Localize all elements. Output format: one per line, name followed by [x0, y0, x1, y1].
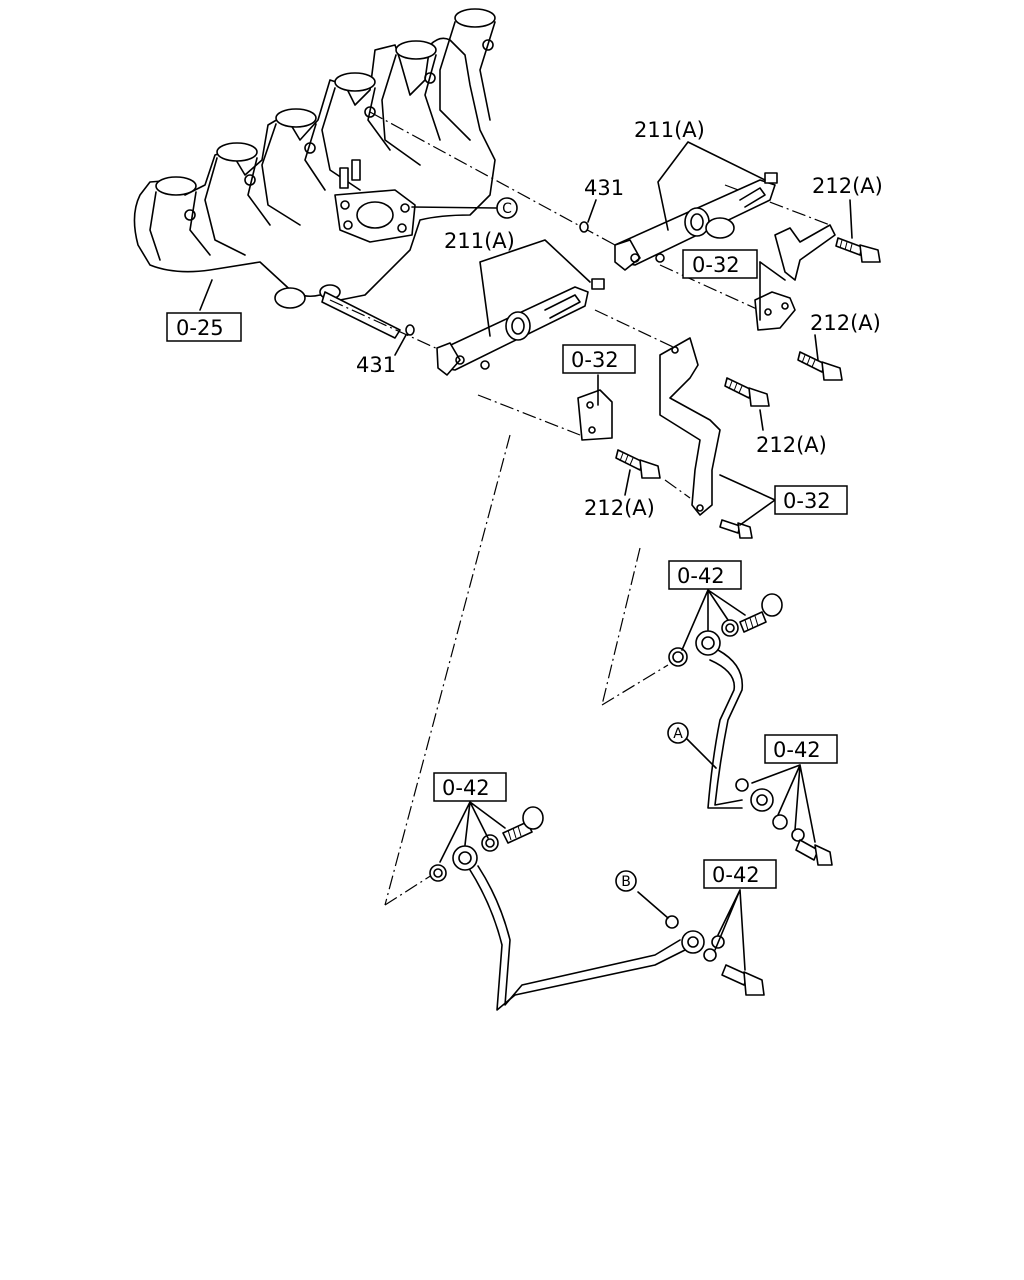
callout-circle-a [667, 722, 689, 744]
circle-callouts: C A B [496, 197, 689, 892]
callout-b: B [621, 874, 631, 890]
label-212-c: 212(A) [756, 433, 827, 457]
ref-032-c: 0-32 [783, 489, 831, 513]
reference-boxes: 0-25 0-32 0-32 0-32 0-42 0-42 0-42 0-42 [166, 249, 848, 889]
ref-box-032-a [682, 249, 758, 279]
ref-box-042-b [764, 734, 838, 764]
callout-c: C [502, 201, 512, 217]
ref-042-a: 0-42 [677, 564, 725, 588]
seals [405, 221, 589, 336]
oil-pipe-lower [429, 806, 765, 1011]
part-labels: 211(A) 211(A) 212(A) 212(A) 212(A) 212(A… [356, 118, 883, 520]
center-lines [329, 111, 831, 906]
label-431-upper: 431 [584, 176, 624, 200]
label-211-lower: 211(A) [444, 229, 515, 253]
label-212-b: 212(A) [810, 311, 881, 335]
brackets [577, 224, 836, 516]
leader-lines [199, 141, 853, 971]
ref-042-b: 0-42 [773, 738, 821, 762]
ref-032-b: 0-32 [571, 348, 619, 372]
callout-circle-b [615, 870, 637, 892]
label-212-a: 212(A) [812, 174, 883, 198]
ref-box-032-c [774, 485, 848, 515]
ref-032-a: 0-32 [692, 253, 740, 277]
ref-box-025 [166, 312, 242, 342]
bolts [615, 237, 881, 539]
exhaust-manifold [133, 8, 496, 339]
ref-box-042-d [703, 859, 777, 889]
ref-box-042-a [668, 560, 742, 590]
callout-circle-c [496, 197, 518, 219]
label-431-lower: 431 [356, 353, 396, 377]
oil-pipe-right [668, 593, 833, 866]
label-212-d: 212(A) [584, 496, 655, 520]
ref-042-c: 0-42 [442, 776, 490, 800]
heat-protector-lower [436, 278, 605, 376]
ref-025: 0-25 [176, 316, 224, 340]
ref-042-d: 0-42 [712, 863, 760, 887]
ref-box-042-c [433, 772, 507, 802]
callout-a: A [673, 726, 683, 742]
label-211-upper: 211(A) [634, 118, 705, 142]
heat-protector-upper [614, 172, 778, 271]
ref-box-032-b [562, 344, 636, 374]
